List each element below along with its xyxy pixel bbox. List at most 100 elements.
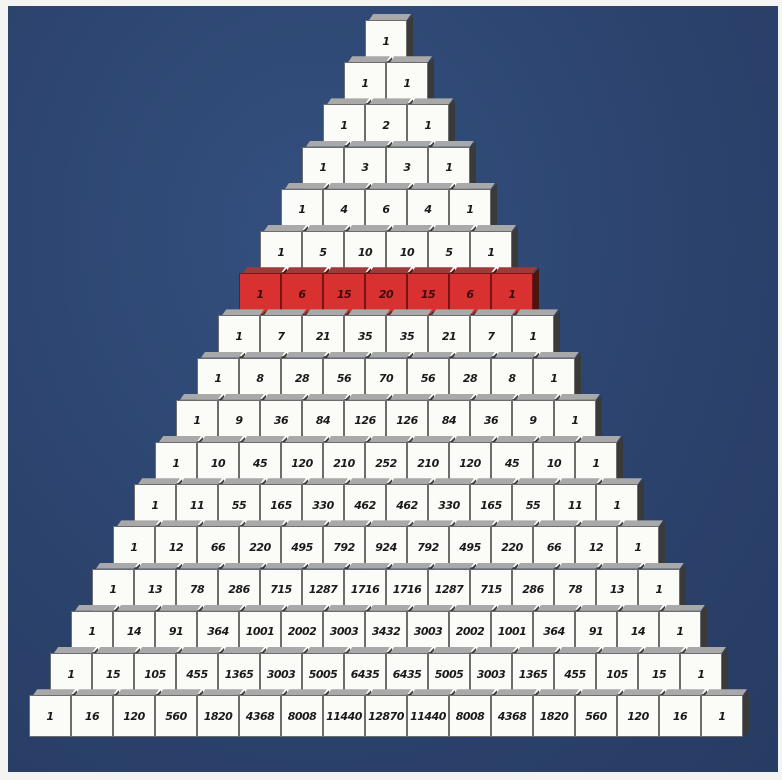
cube-number: 11440 [323, 695, 365, 737]
cube-number: 91 [575, 611, 617, 653]
cube-number: 8 [491, 358, 533, 400]
cube-number: 455 [176, 653, 218, 695]
cube-number: 792 [407, 526, 449, 568]
cube-number: 495 [281, 526, 323, 568]
cube-number: 1716 [386, 569, 428, 611]
cube-side [638, 479, 644, 526]
number-cube: 1 [470, 231, 512, 273]
number-cube: 3003 [323, 611, 365, 653]
number-cube: 13 [596, 569, 638, 611]
cube-number: 1 [155, 442, 197, 484]
number-cube: 36 [470, 400, 512, 442]
cube-number: 1 [113, 526, 155, 568]
number-cube: 1 [71, 611, 113, 653]
cube-number: 45 [239, 442, 281, 484]
cube-number: 15 [407, 273, 449, 315]
number-cube: 3 [386, 147, 428, 189]
number-cube: 16 [659, 695, 701, 737]
cube-number: 10 [386, 231, 428, 273]
number-cube: 120 [281, 442, 323, 484]
cube-number: 2002 [281, 611, 323, 653]
number-cube: 78 [554, 569, 596, 611]
cube-number: 56 [323, 358, 365, 400]
cube-number: 1 [491, 273, 533, 315]
number-cube: 495 [449, 526, 491, 568]
cube-number: 105 [134, 653, 176, 695]
cube-side [575, 353, 581, 400]
number-cube: 36 [260, 400, 302, 442]
cube-number: 1 [596, 484, 638, 526]
cube-number: 1 [680, 653, 722, 695]
cube-number: 3003 [323, 611, 365, 653]
number-cube: 120 [617, 695, 659, 737]
number-cube: 120 [449, 442, 491, 484]
number-cube: 1 [701, 695, 743, 737]
cube-number: 1 [428, 147, 470, 189]
number-cube: 1 [155, 442, 197, 484]
cube-number: 7 [260, 315, 302, 357]
number-cube: 1 [596, 484, 638, 526]
number-cube: 84 [302, 400, 344, 442]
pyramid-row-8: 18285670562881 [197, 358, 575, 400]
number-cube: 330 [302, 484, 344, 526]
number-cube: 1 [50, 653, 92, 695]
cube-number: 1 [449, 189, 491, 231]
number-cube: 1001 [491, 611, 533, 653]
number-cube: 1716 [386, 569, 428, 611]
number-cube: 11 [176, 484, 218, 526]
cube-number: 1287 [428, 569, 470, 611]
cube-side [470, 142, 476, 189]
number-cube: 3003 [260, 653, 302, 695]
number-cube: 5005 [302, 653, 344, 695]
cube-number: 1716 [344, 569, 386, 611]
cube-number: 364 [533, 611, 575, 653]
cube-number: 14 [113, 611, 155, 653]
number-cube: 792 [407, 526, 449, 568]
cube-side [554, 310, 560, 357]
cube-number: 3 [386, 147, 428, 189]
number-cube: 165 [260, 484, 302, 526]
number-cube: 210 [407, 442, 449, 484]
cube-number: 1 [197, 358, 239, 400]
pyramid-row-13: 11378286715128717161716128771528678131 [92, 569, 680, 611]
number-cube: 1 [638, 569, 680, 611]
cube-number: 3432 [365, 611, 407, 653]
cube-number: 924 [365, 526, 407, 568]
number-cube: 5 [302, 231, 344, 273]
cube-number: 11 [554, 484, 596, 526]
number-cube: 91 [575, 611, 617, 653]
number-cube: 126 [344, 400, 386, 442]
cube-number: 28 [449, 358, 491, 400]
cube-number: 4368 [491, 695, 533, 737]
number-cube: 4368 [239, 695, 281, 737]
cube-number: 252 [365, 442, 407, 484]
number-cube: 1 [176, 400, 218, 442]
number-cube: 1 [29, 695, 71, 737]
number-cube: 1 [680, 653, 722, 695]
number-cube: 1 [281, 189, 323, 231]
cube-number: 715 [470, 569, 512, 611]
number-cube: 14 [617, 611, 659, 653]
number-cube: 12 [575, 526, 617, 568]
cube-number: 5 [428, 231, 470, 273]
cube-number: 1 [218, 315, 260, 357]
cube-number: 78 [554, 569, 596, 611]
number-cube: 45 [239, 442, 281, 484]
number-cube: 35 [344, 315, 386, 357]
cube-number: 6435 [344, 653, 386, 695]
number-cube: 165 [470, 484, 512, 526]
number-cube: 715 [260, 569, 302, 611]
number-cube: 45 [491, 442, 533, 484]
pyramid-row-3: 1331 [302, 147, 470, 189]
number-cube: 4 [407, 189, 449, 231]
number-cube: 6 [365, 189, 407, 231]
number-cube: 35 [386, 315, 428, 357]
cube-number: 1001 [239, 611, 281, 653]
cube-number: 12870 [365, 695, 407, 737]
number-cube: 10 [533, 442, 575, 484]
cube-side [596, 395, 602, 442]
cube-number: 12 [575, 526, 617, 568]
number-cube: 3432 [365, 611, 407, 653]
